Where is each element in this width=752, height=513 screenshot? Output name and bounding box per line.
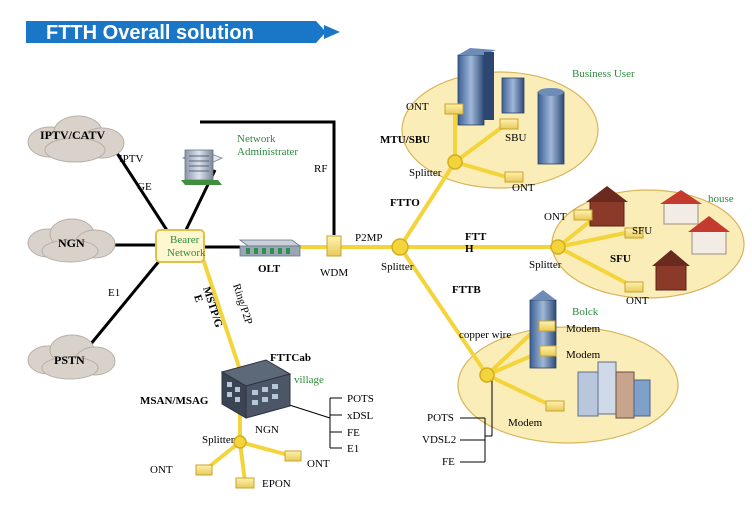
house-sfu-top-label: SFU	[632, 225, 652, 237]
link-label-p2mp: P2MP	[355, 232, 383, 244]
msan-label: MSAN/MSAG	[140, 395, 209, 407]
house-ont-bottom-label: ONT	[626, 295, 649, 307]
house-ont-bottom-box	[624, 281, 644, 293]
bearer-label-1: Bearer	[170, 234, 200, 246]
business-sbu-box	[499, 118, 519, 130]
block-service-pots: POTS	[427, 412, 454, 424]
house-label: house	[708, 193, 734, 205]
village-ont-right-label: ONT	[307, 458, 330, 470]
business-ont-bottom-label: ONT	[512, 182, 535, 194]
village-ont-right-box	[284, 450, 302, 462]
business-ont-top-label: ONT	[406, 101, 429, 113]
block-service-fe: FE	[442, 456, 455, 468]
link-label-e1: E1	[108, 287, 120, 299]
block-service-vdsl2: VDSL2	[422, 434, 456, 446]
business-ont-bottom-box	[504, 171, 524, 183]
village-service-e1: E1	[347, 443, 359, 455]
cloud-label-ngn: NGN	[58, 236, 85, 250]
village-service-xdsl: xDSL	[347, 410, 374, 422]
house-buildings-icon	[586, 186, 730, 291]
house-ont-top-box	[573, 209, 593, 221]
block-splitter-icon	[479, 367, 495, 383]
block-label: Bolck	[572, 306, 599, 318]
network-admin-label-2: Administrater	[237, 146, 298, 158]
ftth-label-2: H	[465, 243, 474, 255]
house-sfu-mid-label: SFU	[610, 253, 631, 265]
banner-shape	[26, 21, 326, 43]
fiber-links	[198, 108, 632, 484]
business-splitter-icon	[447, 154, 463, 170]
house-ont-top-label: ONT	[544, 211, 567, 223]
fttcab-label: FTTCab	[270, 352, 311, 364]
mstp-label-e: E	[191, 293, 205, 304]
block-modem-2-box	[539, 345, 557, 357]
house-splitter-icon	[550, 239, 566, 255]
cloud-pstn: PSTN	[27, 334, 116, 380]
link-label-iptv: IPTV	[119, 153, 144, 165]
page-title: FTTH Overall solution	[46, 22, 254, 44]
bearer-label-2: Network	[167, 247, 206, 259]
block-modem-1-box	[538, 320, 556, 332]
ftth-label-1: FTT	[465, 231, 487, 243]
business-splitter-label: Splitter	[409, 167, 442, 179]
village-ont-left-box	[195, 464, 213, 476]
cloud-label-pstn: PSTN	[54, 353, 85, 367]
village-service-pots: POTS	[347, 393, 374, 405]
business-sbu-label: SBU	[505, 132, 526, 144]
wdm-label: WDM	[320, 267, 348, 279]
banner-arrow-icon	[324, 25, 340, 39]
village-splitter-label: Splitter	[202, 434, 235, 446]
network-admin-label-1: Network	[237, 133, 276, 145]
ftto-label: FTTO	[390, 197, 420, 209]
wdm-box	[326, 235, 342, 257]
central-splitter-icon	[391, 238, 409, 256]
link-label-rf: RF	[314, 163, 327, 175]
cloud-label-iptv: IPTV/CATV	[40, 128, 105, 142]
block-modem-3-box	[545, 400, 565, 412]
block-modem-3-label: Modem	[508, 417, 543, 429]
block-buildings-icon	[529, 290, 651, 419]
epon-box	[235, 477, 255, 489]
mtu-sbu-label: MTU/SBU	[380, 134, 430, 146]
copper-wire-label: copper wire	[459, 329, 511, 341]
fttb-label: FTTB	[452, 284, 481, 296]
village-label: village	[294, 374, 324, 386]
house-splitter-label: Splitter	[529, 259, 562, 271]
epon-label: EPON	[262, 478, 291, 490]
cloud-iptv: IPTV/CATV	[27, 115, 125, 163]
block-bracket	[460, 380, 493, 463]
network-admin-server-icon	[181, 149, 224, 185]
olt-label: OLT	[258, 263, 281, 275]
bearer-network-box: Bearer Network	[155, 229, 206, 263]
village-ngn-label: NGN	[255, 424, 279, 436]
business-user-label: Business User	[572, 68, 635, 80]
village-ont-left-label: ONT	[150, 464, 173, 476]
cloud-ngn: NGN	[27, 218, 116, 263]
olt-device-icon	[238, 239, 302, 257]
ring-label: Ring/P2P	[230, 282, 254, 326]
link-label-ge: GE	[137, 181, 152, 193]
village-splitter-icon	[233, 435, 247, 449]
village-service-fe: FE	[347, 427, 360, 439]
block-modem-1-label: Modem	[566, 323, 601, 335]
block-modem-2-label: Modem	[566, 349, 601, 361]
central-splitter-label: Splitter	[381, 261, 414, 273]
business-ont-top-box	[444, 103, 464, 115]
house-sfu-top-box	[624, 227, 644, 239]
title-banner: FTTH Overall solution	[26, 21, 340, 44]
msan-building-icon	[220, 359, 292, 419]
